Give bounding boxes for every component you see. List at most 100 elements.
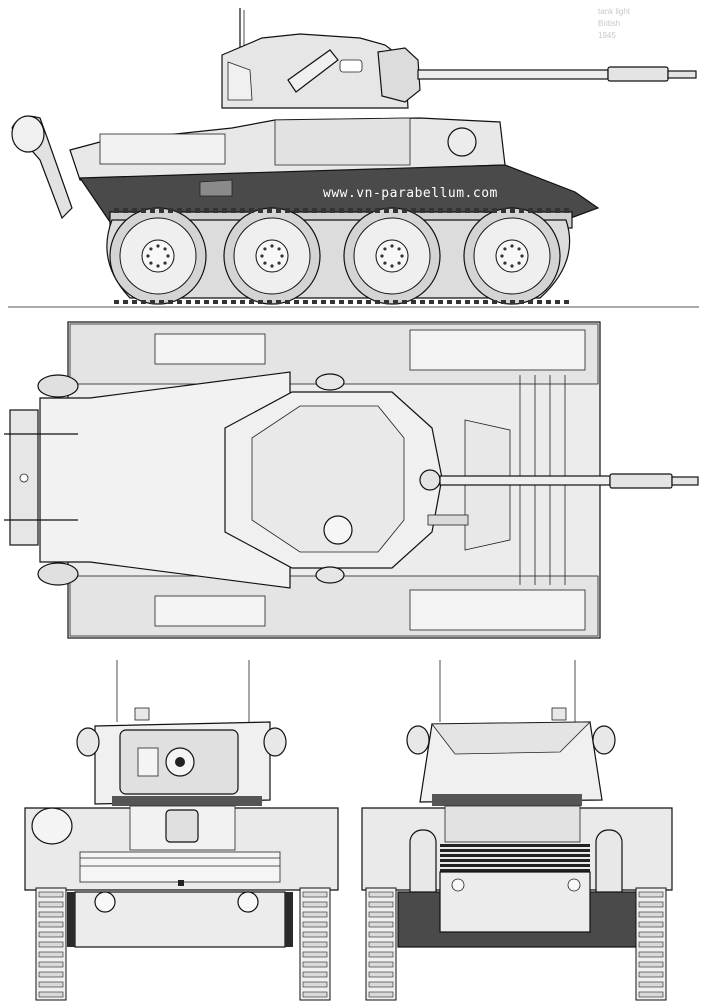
exhaust-muffler: [37, 562, 79, 586]
track-link: [564, 208, 569, 213]
watermark: www.vn-parabellum.com: [323, 186, 498, 201]
track-front-right: [299, 887, 331, 1001]
track-link: [294, 208, 299, 213]
track-rear-left: [365, 887, 397, 1001]
track-link: [510, 208, 515, 213]
main-gun-barrel: [417, 69, 609, 80]
track-link: [368, 931, 394, 938]
track-link: [492, 208, 497, 213]
cupola: [551, 707, 567, 721]
track-link: [368, 981, 394, 988]
deck-panel: [409, 329, 586, 371]
wheel-bolt: [146, 254, 150, 258]
track-link: [312, 208, 317, 213]
track-link: [231, 300, 236, 304]
track-link: [123, 208, 128, 213]
track-link: [638, 991, 664, 998]
track-link: [195, 300, 200, 304]
track-link: [368, 901, 394, 908]
track-link: [249, 208, 254, 213]
wheel-bolt: [383, 261, 387, 265]
track-link: [438, 208, 443, 213]
hull-fitting: [199, 179, 233, 197]
track-link: [302, 981, 328, 988]
turret-bustle: [431, 721, 591, 755]
track-link: [204, 208, 209, 213]
wheel-bolt: [397, 247, 401, 251]
track-loop: [106, 219, 571, 299]
top-view: [4, 321, 699, 639]
track-link: [366, 208, 371, 213]
tow-hook: [237, 891, 259, 913]
corner-note: British: [598, 19, 620, 28]
track-link: [638, 891, 664, 898]
track-link: [438, 300, 443, 304]
bin-fitting: [19, 473, 29, 483]
wheel-bolt: [263, 261, 267, 265]
track-link: [330, 300, 335, 304]
track-link: [384, 300, 389, 304]
wheel-bolt: [390, 264, 394, 268]
track-link: [366, 300, 371, 304]
track-link: [159, 300, 164, 304]
wheel-bolt: [166, 254, 170, 258]
track-link: [302, 901, 328, 908]
wheel-bolt: [520, 254, 524, 258]
track-link: [465, 208, 470, 213]
track-link: [195, 208, 200, 213]
wheel-bolt: [400, 254, 404, 258]
smoke-discharger: [76, 727, 100, 757]
engine-deck: [444, 805, 581, 843]
headlamp: [31, 807, 73, 845]
track-link: [114, 300, 119, 304]
track-link: [368, 951, 394, 958]
track-link: [564, 300, 569, 304]
track-link: [38, 961, 64, 968]
wheel-bolt: [500, 254, 504, 258]
front-view: [24, 660, 339, 1001]
track-link: [240, 208, 245, 213]
smoke-discharger: [315, 566, 345, 584]
track-link: [312, 300, 317, 304]
deck-panel: [409, 589, 586, 631]
track-link: [302, 961, 328, 968]
track-link: [546, 300, 551, 304]
track-link: [474, 208, 479, 213]
wheel-bolt: [397, 261, 401, 265]
rear-door: [439, 871, 591, 933]
muzzle-brake: [609, 473, 673, 489]
track-link: [357, 300, 362, 304]
track-link: [38, 981, 64, 988]
grille-slat: [440, 844, 590, 847]
track-link: [537, 208, 542, 213]
tow-point: [178, 880, 184, 886]
track-link: [302, 921, 328, 928]
track-link: [465, 300, 470, 304]
wheel-bolt: [517, 247, 521, 251]
door-bolt: [567, 878, 581, 892]
track-link: [177, 300, 182, 304]
wheel-bolt: [277, 247, 281, 251]
track-link: [186, 300, 191, 304]
track-link: [321, 208, 326, 213]
track-link: [420, 300, 425, 304]
track-link: [638, 931, 664, 938]
track-link: [368, 971, 394, 978]
track-rear-right: [635, 887, 667, 1001]
smoke-discharger: [315, 373, 345, 391]
track-link: [456, 208, 461, 213]
side-view: www.vn-parabellum.com: [8, 8, 699, 308]
track-link: [303, 208, 308, 213]
track-front-left: [35, 887, 67, 1001]
rear-view: [361, 660, 673, 1001]
track-link: [393, 300, 398, 304]
track-link: [456, 300, 461, 304]
stowage-box: [99, 133, 226, 165]
track-link: [267, 300, 272, 304]
track-link: [38, 911, 64, 918]
grille-slat: [440, 864, 590, 867]
track-link: [638, 971, 664, 978]
track-link: [368, 911, 394, 918]
radiator-grille: [440, 844, 590, 872]
track-link: [258, 208, 263, 213]
